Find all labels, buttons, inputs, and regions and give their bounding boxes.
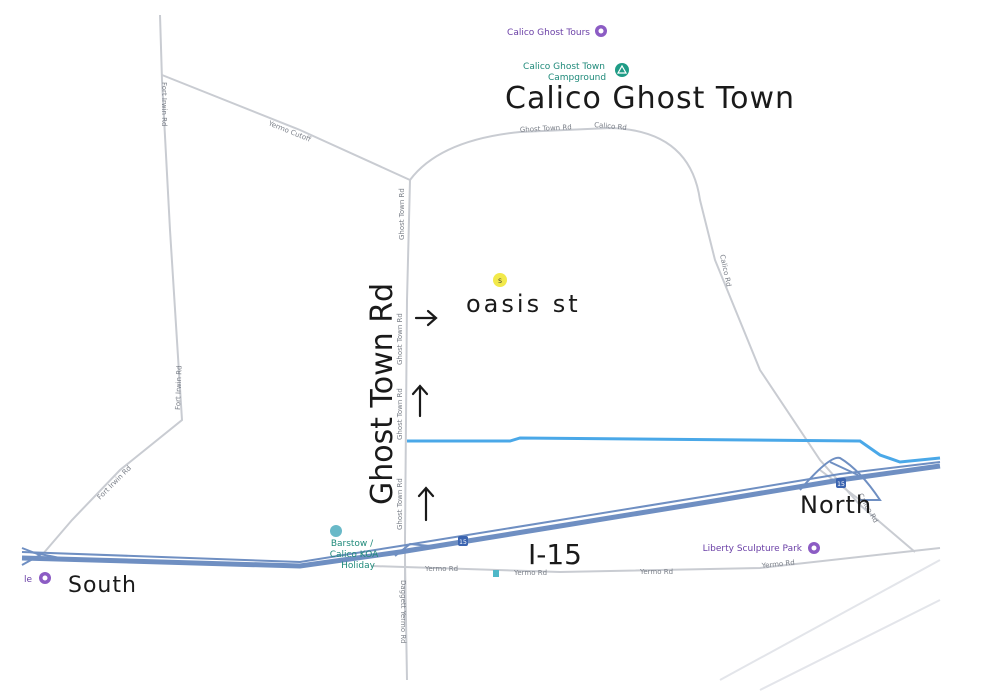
poi-calico-ghost-tours[interactable]: Calico Ghost Tours — [507, 25, 607, 38]
handwritten-i15: I-15 — [528, 538, 582, 571]
fort-irwin-road — [41, 14, 184, 556]
interstate-shield-1: 15 — [458, 536, 468, 546]
yermo-cutoff-road — [161, 74, 411, 181]
svg-text:Liberty Sculpture Park: Liberty Sculpture Park — [703, 544, 803, 554]
svg-text:Calico Ghost Tours: Calico Ghost Tours — [507, 28, 590, 38]
svg-text:Calico KOA: Calico KOA — [330, 550, 379, 560]
road-label-ghost-town-rd-top: Ghost Town Rd — [520, 123, 572, 134]
arrow-up-icon — [411, 384, 429, 418]
ghost-town-road-top — [409, 126, 916, 553]
road-label-ghost-town-rd-v2: Ghost Town Rd — [396, 313, 404, 365]
road-label-fort-irwin-3: Fort Irwin Rd — [96, 464, 133, 501]
ghost-town-road-vertical — [404, 179, 411, 620]
svg-text:Campground: Campground — [548, 73, 606, 83]
handwritten-north: North — [800, 491, 872, 519]
road-label-fort-irwin-2: Fort Irwin Rd — [174, 365, 184, 410]
handwritten-oasis-st: oasis st — [466, 290, 581, 318]
interstate-shield-2: 15 — [836, 478, 846, 488]
faint-roads — [719, 559, 941, 691]
svg-text:Barstow /: Barstow / — [331, 539, 374, 549]
road-label-yermo-rd-3: Yermo Rd — [639, 568, 673, 576]
road-label-ghost-town-rd-v3: Ghost Town Rd — [396, 388, 404, 440]
daggett-yermo-road — [404, 559, 408, 681]
road-label-ghost-town-rd-v4: Ghost Town Rd — [396, 478, 404, 530]
svg-text:15: 15 — [837, 481, 845, 488]
poi-barstow-koa[interactable]: Barstow / Calico KOA Holiday — [330, 525, 379, 571]
road-label-fort-irwin-1: Fort Irwin Rd — [160, 82, 168, 127]
poi-left-edge[interactable]: le — [24, 572, 51, 585]
road-label-calico-rd-top: Calico Rd — [594, 121, 627, 132]
small-map-marker — [493, 570, 499, 577]
poi-liberty-sculpture-park[interactable]: Liberty Sculpture Park — [703, 542, 820, 554]
poi-calico-campground[interactable]: Calico Ghost Town Campground — [523, 62, 629, 83]
svg-text:Holiday: Holiday — [341, 561, 376, 571]
handwritten-south: South — [68, 573, 137, 598]
road-label-ghost-town-rd-v1: Ghost Town Rd — [398, 188, 406, 240]
handwritten-ghost-town-rd: Ghost Town Rd — [365, 283, 400, 505]
road-label-yermo-rd-4: Yermo Rd — [760, 559, 795, 571]
minor-roads — [41, 14, 941, 681]
svg-text:le: le — [24, 575, 33, 585]
road-label-yermo-rd-2: Yermo Rd — [513, 569, 547, 577]
svg-text:15: 15 — [459, 539, 467, 546]
river-line — [407, 436, 941, 464]
svg-text:S: S — [498, 278, 502, 285]
yermo-road — [371, 547, 941, 574]
koa-icon — [330, 525, 342, 537]
arrow-up-icon — [417, 486, 435, 522]
handwritten-calico-ghost-town: Calico Ghost Town — [505, 81, 795, 116]
road-label-daggett-yermo: Daggett Yermo Rd — [399, 580, 407, 644]
svg-text:Calico Ghost Town: Calico Ghost Town — [523, 62, 605, 72]
arrow-right-icon — [414, 309, 438, 327]
road-label-yermo-rd-1: Yermo Rd — [424, 565, 458, 573]
oasis-st-marker[interactable]: S — [493, 273, 507, 287]
